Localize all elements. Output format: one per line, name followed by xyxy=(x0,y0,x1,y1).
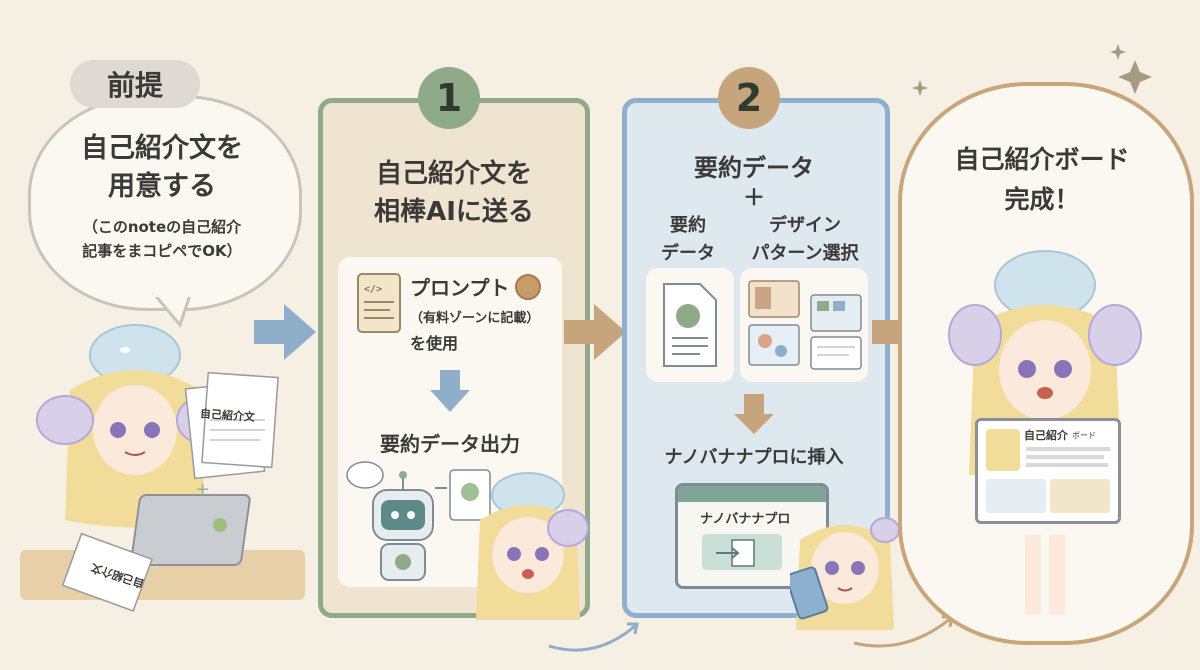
insert-label: ナノバナナプロに挿入 xyxy=(664,447,844,468)
board-text-line xyxy=(1026,463,1108,467)
prompt-info: プロンプト （有料ゾーンに記載） を使用 xyxy=(410,272,570,354)
prompt-label: プロンプト xyxy=(410,276,510,300)
prompt-use: を使用 xyxy=(410,334,459,353)
premise-title-line2: 用意する xyxy=(108,171,216,202)
insert-icon xyxy=(716,539,755,567)
ai-robot-illustration xyxy=(346,461,491,581)
premise-note-line1: （このnoteの自己紹介 xyxy=(82,218,242,236)
premise-title: 自己紹介文を 用意する xyxy=(40,130,284,206)
board-section xyxy=(1050,479,1110,513)
window-title: ナノバナナプロ xyxy=(700,512,791,527)
svg-text:+: + xyxy=(195,479,210,500)
curved-arrow-step1-to-step2 xyxy=(548,622,639,652)
step2-number-badge: 2 xyxy=(718,67,780,129)
step1-title: 自己紹介文を 相棒AIに送る xyxy=(325,155,583,231)
premise-note: （このnoteの自己紹介 記事をまコピペでOK） xyxy=(40,215,284,263)
window-titlebar xyxy=(678,486,826,502)
bubble-tail xyxy=(151,290,193,329)
step1-title-line2: 相棒AIに送る xyxy=(374,197,534,227)
step2-character-illustration xyxy=(790,517,900,630)
self-intro-board: 自己紹介 ボード xyxy=(975,418,1121,524)
step1-character-illustration xyxy=(476,472,589,620)
step2-right-label: デザイン パターン選択 xyxy=(735,212,875,268)
output-label: 要約データ出力 xyxy=(380,432,520,456)
summary-label-line2: データ xyxy=(661,243,715,264)
document-icon xyxy=(663,283,717,367)
result-character-illustration xyxy=(948,250,1142,615)
design-patterns-icon xyxy=(748,280,862,370)
step2-title: 要約データ xyxy=(694,154,814,182)
result-title: 自己紹介ボード 完成！ xyxy=(910,140,1174,220)
arrow-to-step1 xyxy=(254,304,316,360)
board-text-line xyxy=(1026,455,1104,459)
premise-title-line1: 自己紹介文を xyxy=(81,133,243,164)
arrow-to-step2 xyxy=(564,304,626,360)
design-label-line1: デザイン xyxy=(769,215,841,236)
svg-text:</>: </> xyxy=(364,284,382,295)
step1-number-badge: 1 xyxy=(418,67,480,129)
board-portrait xyxy=(986,429,1020,471)
down-arrow-icon xyxy=(734,394,774,434)
step2-left-label: 要約 データ xyxy=(640,212,736,268)
down-arrow-icon xyxy=(430,370,470,412)
board-subtitle: ボード xyxy=(1072,430,1096,440)
insert-drop-area xyxy=(702,534,782,570)
board-title: 自己紹介 xyxy=(1024,429,1068,442)
board-section xyxy=(986,479,1046,513)
prompt-paid-note: （有料ゾーンに記載） xyxy=(410,311,540,326)
result-title-line2: 完成！ xyxy=(1004,185,1080,214)
coin-icon xyxy=(515,273,542,300)
summary-label-line1: 要約 xyxy=(670,215,706,236)
design-label-line2: パターン選択 xyxy=(751,243,859,264)
board-text-line xyxy=(1026,447,1110,451)
sparkles-decoration xyxy=(912,44,1152,96)
script-scroll-icon: </> xyxy=(357,273,401,333)
premise-character-illustration: + xyxy=(20,324,305,612)
step2-plus: ＋ xyxy=(742,186,765,211)
premise-tag: 前提 xyxy=(70,60,200,108)
step1-title-line1: 自己紹介文を xyxy=(375,159,532,189)
result-title-line1: 自己紹介ボード xyxy=(954,145,1130,174)
premise-note-line2: 記事をまコピペでOK） xyxy=(82,242,242,260)
